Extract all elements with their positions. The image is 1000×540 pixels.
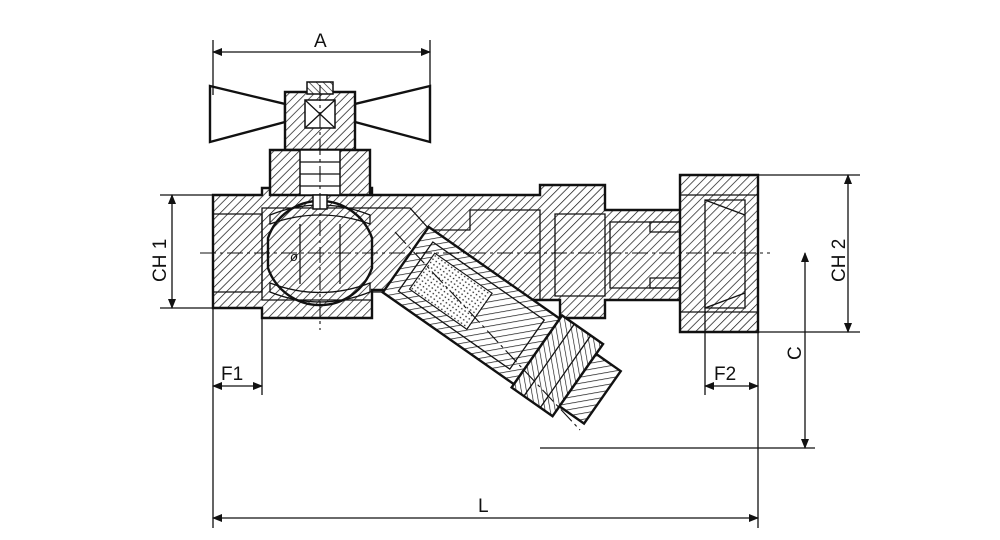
dimension-ch2: CH 2 (829, 174, 852, 333)
dimension-ch1: CH 1 (150, 194, 176, 309)
bore-diameter-symbol: ø (290, 249, 298, 264)
extension-lines (160, 40, 860, 528)
dimension-a-label: A (314, 31, 327, 52)
dimension-ch2-label: CH 2 (829, 239, 850, 282)
dimension-ch1-label: CH 1 (150, 239, 171, 282)
dimension-l: L (212, 496, 759, 522)
dimension-f2: F2 (704, 364, 759, 390)
dimension-f2-label: F2 (714, 364, 736, 385)
dimension-f1-label: F1 (221, 364, 243, 385)
dimension-c-label: C (785, 346, 806, 360)
centerlines (200, 85, 770, 431)
dimension-c: C (785, 252, 809, 449)
dimension-a: A (212, 31, 431, 56)
dimension-f1: F1 (212, 364, 263, 390)
dimension-l-label: L (478, 496, 489, 517)
valve-ball: ø (266, 199, 374, 307)
